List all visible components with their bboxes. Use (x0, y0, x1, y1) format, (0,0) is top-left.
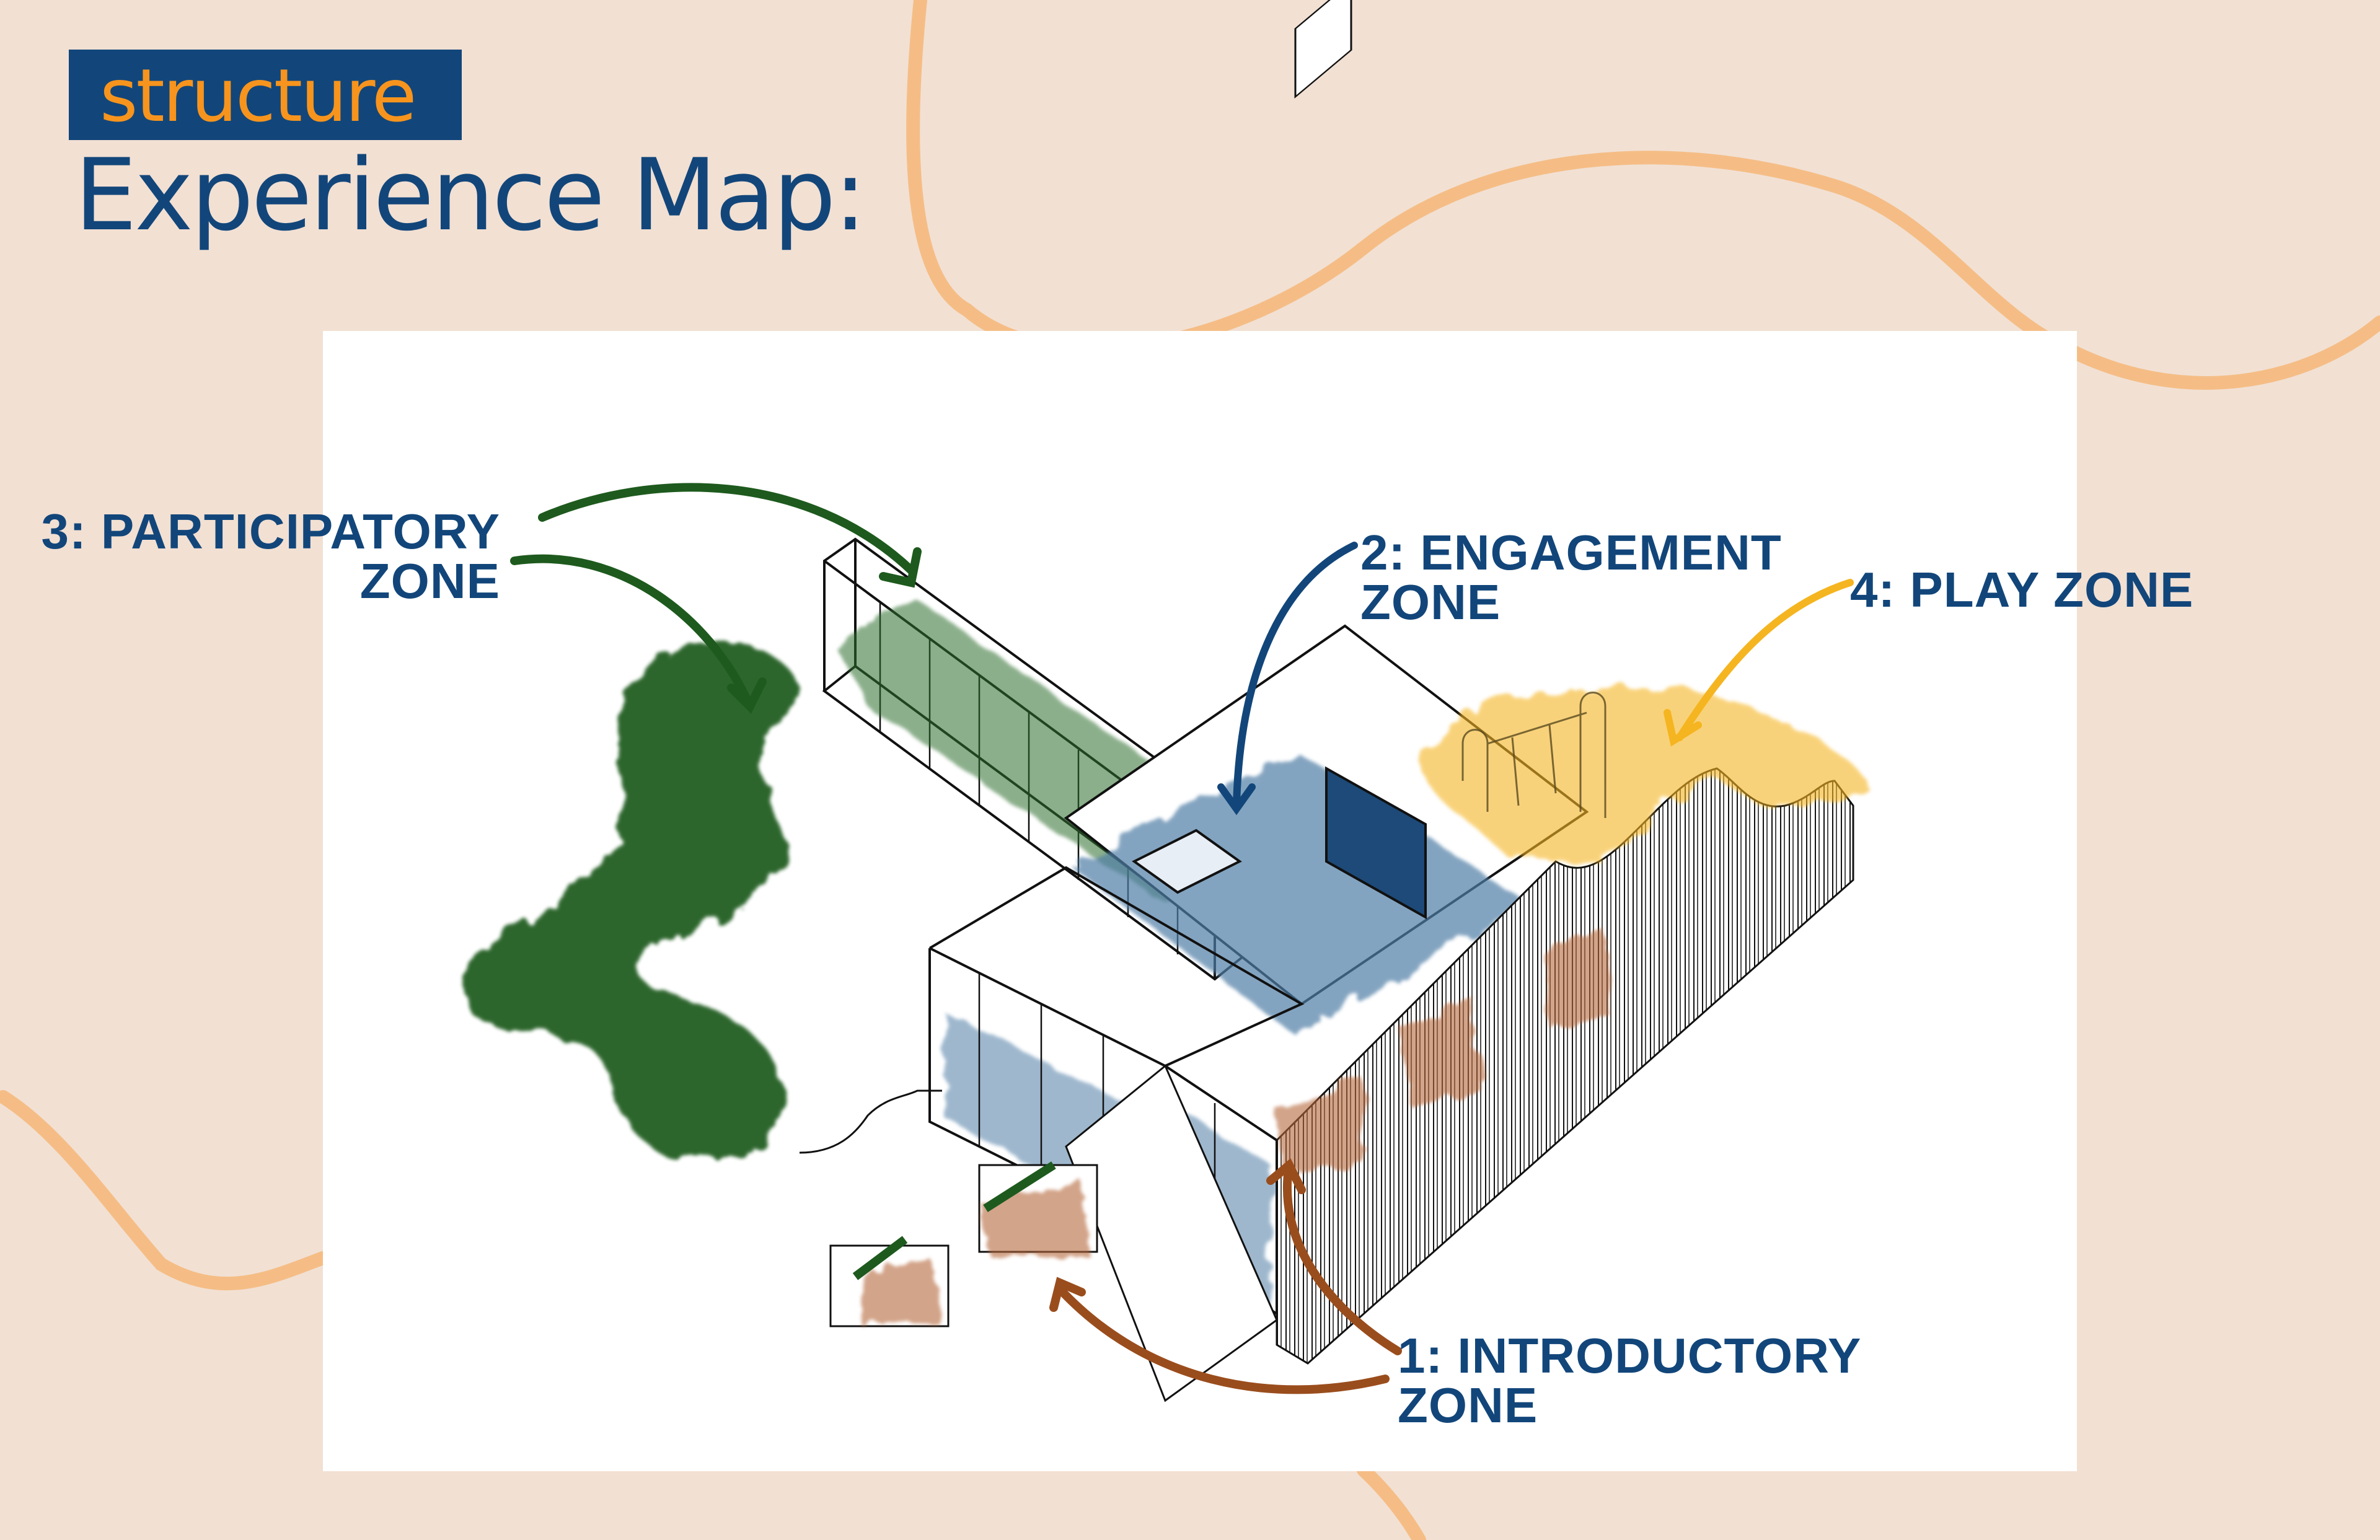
zone-label-play: 4: PLAY ZONE (1850, 565, 2193, 615)
section-badge-label: structure (100, 53, 416, 138)
zone-label-participatory-line1: 3: PARTICIPATORY (41, 504, 500, 559)
entrance-ramp (1065, 1064, 1278, 1402)
seat-module-wall-3 (1543, 930, 1611, 1029)
zone-label-participatory: 3: PARTICIPATORY ZONE (28, 507, 500, 606)
zone-label-participatory-line2: ZONE (359, 553, 500, 609)
introductory-seating-modules (829, 930, 1611, 1327)
section-badge: structure (69, 50, 462, 140)
participatory-arrow-lower (510, 554, 767, 714)
zone-label-engagement-line2: ZONE (1360, 574, 1501, 630)
zone-label-introductory-line2: ZONE (1398, 1378, 1538, 1433)
seat-module-wall-1 (1277, 1078, 1364, 1177)
zone-label-introductory: 1: INTRODUCTORY ZONE (1398, 1331, 1861, 1430)
seat-module-front-right (978, 1161, 1098, 1258)
participatory-garden-area (464, 641, 942, 1160)
seat-module-front-left (829, 1236, 950, 1327)
wave-top (906, 0, 2380, 390)
zone-label-introductory-line1: 1: INTRODUCTORY (1398, 1328, 1862, 1383)
wave-bottom (1357, 1463, 1426, 1540)
zone-label-play-line1: 4: PLAY ZONE (1850, 562, 2194, 617)
play-zone-area (1419, 685, 1866, 863)
play-arrow (1664, 579, 1854, 747)
wave-left (0, 1090, 330, 1291)
page-title: Experience Map: (74, 137, 867, 253)
seat-module-wall-2 (1401, 998, 1481, 1103)
zone-label-engagement: 2: ENGAGEMENT ZONE (1360, 528, 1782, 627)
zone-label-engagement-line1: 2: ENGAGEMENT (1360, 525, 1782, 580)
engagement-arrow (1217, 542, 1358, 816)
introductory-arrow-wall (1266, 1158, 1402, 1355)
introductory-arrow-seats (1049, 1277, 1390, 1394)
participatory-arrow-upper (538, 483, 922, 588)
